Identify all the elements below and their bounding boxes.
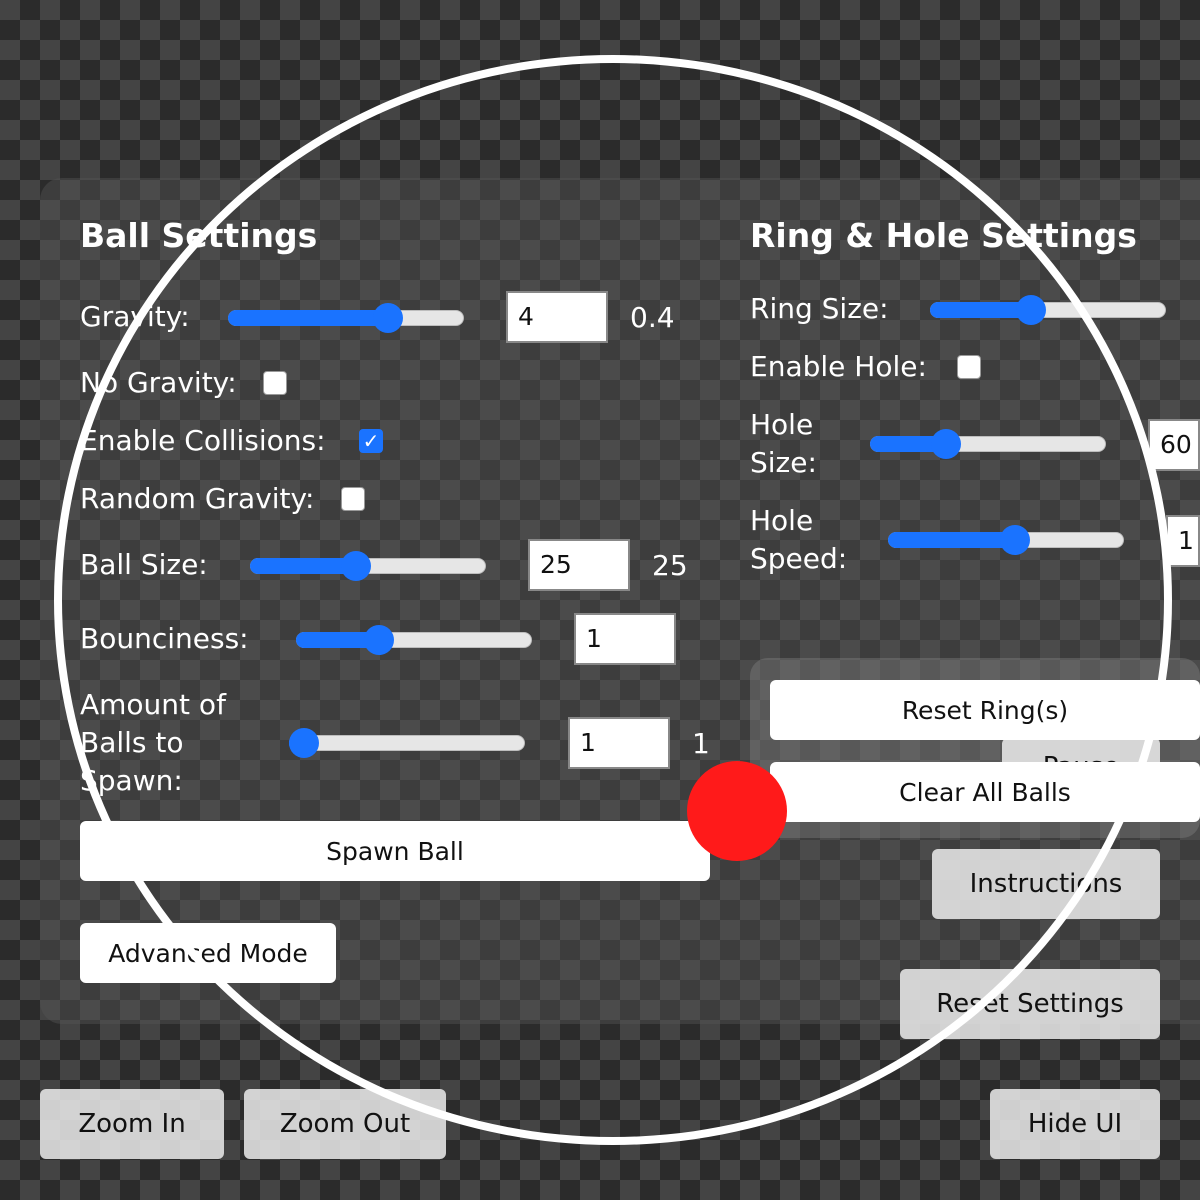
zoom-in-button[interactable]: Zoom In <box>40 1089 224 1159</box>
hide-ui-button[interactable]: Hide UI <box>990 1089 1160 1159</box>
ring <box>54 55 1172 1145</box>
hole-size-input[interactable]: 60 <box>1148 419 1200 471</box>
ball <box>687 761 787 861</box>
hole-speed-input[interactable]: 1 <box>1166 515 1200 567</box>
